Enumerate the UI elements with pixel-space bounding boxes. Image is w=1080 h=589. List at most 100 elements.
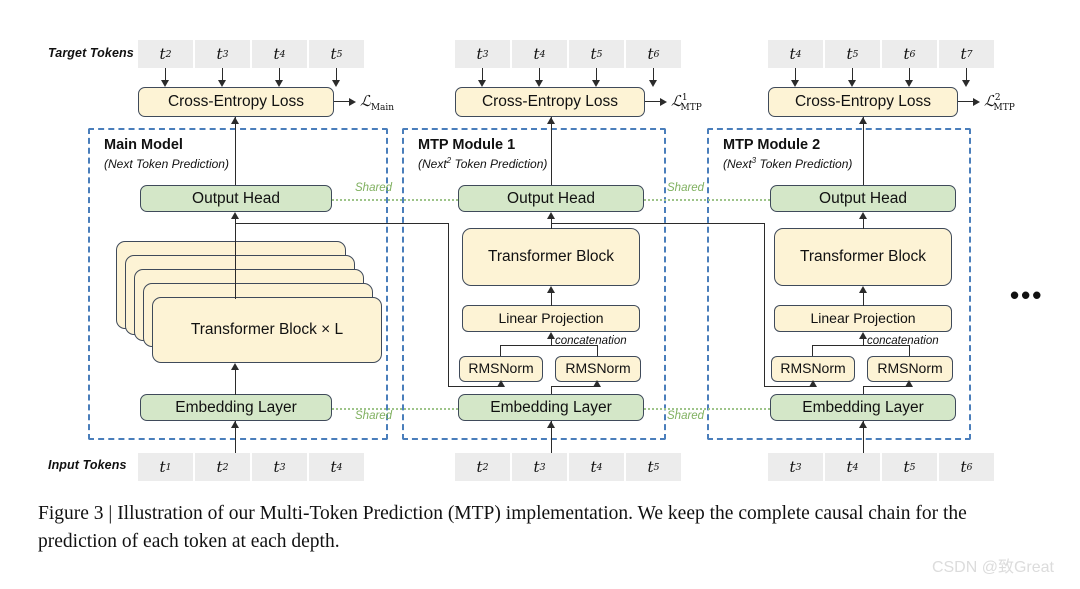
figure-caption: Figure 3 | Illustration of our Multi-Tok…	[38, 503, 967, 553]
token-index: 5	[653, 461, 660, 473]
token-base: t	[846, 45, 853, 63]
arrowhead-embedding-mtp2	[858, 421, 867, 428]
subtitle-post-mtp2: Token Prediction)	[756, 157, 853, 171]
token-index: 6	[909, 48, 916, 60]
output-head-mtp2[interactable]: Output Head	[770, 185, 956, 212]
line-embedding-h-mtp2	[863, 386, 910, 388]
line-trunk-to-outputhead-main	[235, 219, 237, 299]
arrowhead-rmsnorm-right-mtp1	[593, 380, 601, 387]
loss-arrow-head-main	[349, 97, 356, 106]
module-title-mtp2: MTP Module 2	[723, 137, 821, 153]
line-embedding-up-mtp1	[551, 386, 553, 394]
token-base: t	[159, 45, 166, 63]
linear-projection-mtp2[interactable]: Linear Projection	[774, 305, 952, 332]
concatenation-label-mtp2: concatenation	[867, 335, 939, 347]
shared-line-embedding-1	[332, 408, 458, 410]
embedding-layer-mtp1[interactable]: Embedding Layer	[458, 394, 644, 421]
token-base: t	[903, 45, 910, 63]
loss-arrow-head-mtp1	[660, 97, 667, 106]
embedding-layer-mtp2[interactable]: Embedding Layer	[770, 394, 956, 421]
token-index: 3	[222, 48, 229, 60]
token-base: t	[960, 458, 967, 476]
rmsnorm-left-mtp2[interactable]: RMSNorm	[771, 356, 855, 382]
loss-sub-mtp2: MTP	[993, 103, 1015, 113]
token-base: t	[330, 45, 337, 63]
arrowhead-linear-mtp2	[858, 332, 867, 339]
token-base: t	[846, 458, 853, 476]
target-token-arrow-line-main-0	[164, 68, 167, 81]
line-linear-to-trunk-mtp1	[551, 291, 553, 306]
concat-bracket-stem-mtp1	[551, 338, 553, 345]
shared-line-output-head-1	[332, 199, 458, 201]
arrowhead-embedding-mtp1	[546, 421, 555, 428]
arrowhead-loss-main	[230, 117, 239, 124]
target-token-arrow-line-mtp1-1	[538, 68, 541, 81]
loss-symbol-mtp1: ℒ1MTP	[671, 92, 702, 113]
output-head-mtp1[interactable]: Output Head	[458, 185, 644, 212]
line-embedding-h-mtp1	[551, 386, 598, 388]
causal-line-h-bottom-mtp1-to-mtp2	[764, 386, 814, 388]
token-base: t	[159, 458, 166, 476]
shared-label-output-head-2: Shared	[667, 182, 705, 194]
output-head-main[interactable]: Output Head	[140, 185, 332, 212]
causal-line-v-main-to-mtp1	[448, 223, 450, 387]
concat-bracket-right-mtp2	[909, 345, 911, 356]
module-subtitle-mtp1: (Next2 Token Prediction)	[418, 156, 547, 171]
subtitle-pre-main: (Next	[104, 157, 133, 171]
transformer-block-mtp2[interactable]: Transformer Block	[774, 228, 952, 286]
causal-line-h-top-main-to-mtp1	[235, 223, 449, 225]
line-embedding-up-mtp2	[863, 386, 865, 394]
token-base: t	[476, 45, 483, 63]
transformer-block-mtp1[interactable]: Transformer Block	[462, 228, 640, 286]
module-title-mtp1: MTP Module 1	[418, 137, 516, 153]
token-index: 4	[596, 461, 603, 473]
token-index: 4	[336, 461, 343, 473]
transformer-block-main-label: Transformer Block × L	[190, 321, 344, 339]
target-token-arrow-head-mtp1-0	[477, 80, 486, 87]
token-base: t	[960, 45, 967, 63]
shared-line-embedding-2	[644, 408, 770, 410]
token-base: t	[273, 45, 280, 63]
linear-projection-mtp1[interactable]: Linear Projection	[462, 305, 640, 332]
embedding-layer-main[interactable]: Embedding Layer	[140, 394, 332, 421]
cross-entropy-loss-main[interactable]: Cross-Entropy Loss	[138, 87, 334, 117]
rmsnorm-right-mtp2[interactable]: RMSNorm	[867, 356, 953, 382]
cross-entropy-loss-mtp2[interactable]: Cross-Entropy Loss	[768, 87, 958, 117]
module-title-main: Main Model	[104, 137, 183, 153]
token-index: 5	[336, 48, 343, 60]
rmsnorm-left-mtp1[interactable]: RMSNorm	[459, 356, 543, 382]
loss-arrow-line-mtp1	[645, 101, 661, 103]
target-token-arrow-head-mtp2-3	[961, 80, 970, 87]
rmsnorm-right-mtp1[interactable]: RMSNorm	[555, 356, 641, 382]
transformer-block-main[interactable]: Transformer Block × L	[152, 297, 382, 363]
watermark: CSDN @致Great	[931, 559, 1054, 576]
token-index: 5	[596, 48, 603, 60]
arrowhead-loss-mtp2	[858, 117, 867, 124]
cross-entropy-loss-mtp1[interactable]: Cross-Entropy Loss	[455, 87, 645, 117]
